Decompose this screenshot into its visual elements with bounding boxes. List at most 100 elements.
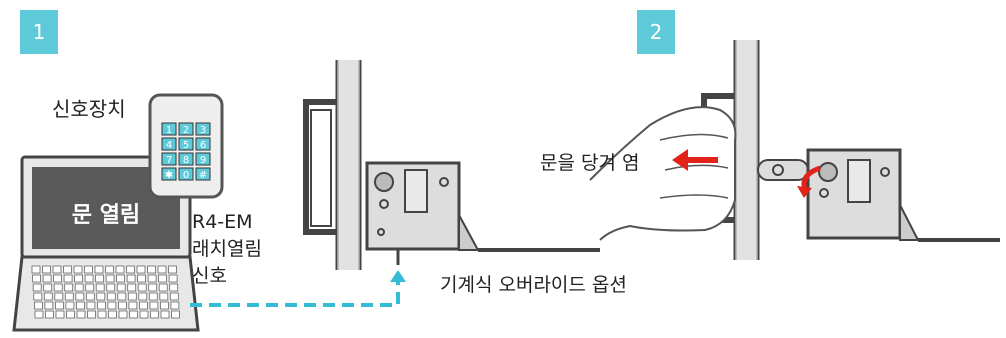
keypad-key: [161, 167, 177, 181]
laptop-key: [94, 265, 104, 274]
laptop-key: [137, 283, 147, 292]
laptop-key: [106, 283, 116, 292]
laptop-key: [115, 265, 125, 274]
keypad-key: [195, 137, 211, 151]
laptop-key: [95, 274, 104, 283]
laptop-key: [95, 283, 105, 292]
keypad-key: [195, 122, 211, 136]
keypad-key-label: #: [199, 170, 207, 181]
laptop-key: [149, 301, 159, 310]
laptop-key: [159, 292, 169, 301]
laptop-key: [97, 310, 107, 319]
laptop-key: [74, 274, 83, 283]
laptop-key: [148, 283, 158, 292]
pull-to-open-label: 문을 당겨 염: [540, 152, 640, 174]
laptop-key: [116, 274, 125, 283]
laptop-key: [137, 274, 147, 283]
laptop-key: [43, 283, 53, 292]
laptop-key: [42, 265, 51, 274]
laptop-key: [54, 292, 64, 301]
laptop-key: [138, 301, 148, 310]
screen-text: 문 열림: [71, 203, 141, 228]
keypad-key: [178, 167, 194, 181]
laptop-key: [171, 310, 180, 319]
laptop-key: [138, 292, 148, 301]
keypad-key: [178, 137, 194, 151]
laptop-key: [32, 283, 42, 292]
door-2: [701, 40, 1000, 260]
laptop-key: [169, 283, 179, 292]
laptop-key: [42, 274, 52, 283]
laptop-key: [86, 301, 96, 310]
door-1: [303, 60, 600, 270]
keypad-key-label: 4: [166, 140, 172, 151]
laptop-key: [64, 292, 74, 301]
laptop-key: [118, 310, 128, 319]
laptop-key: [168, 274, 178, 283]
laptop-key: [139, 310, 149, 319]
keypad-key: [195, 167, 211, 181]
laptop-key: [106, 292, 116, 301]
laptop-key: [96, 292, 106, 301]
laptop-key: [45, 310, 54, 319]
keypad-key-label: 6: [200, 140, 206, 151]
keypad-key: [178, 152, 194, 166]
laptop-key: [85, 283, 95, 292]
laptop-key: [150, 310, 159, 319]
laptop-key: [55, 310, 65, 319]
laptop-key: [43, 292, 53, 301]
laptop-key: [84, 265, 93, 274]
laptop-key: [107, 301, 117, 310]
laptop-key: [105, 265, 114, 274]
r4em-line-2: 래치열림: [192, 238, 262, 260]
step-badge-2: 2: [637, 10, 675, 54]
laptop-key: [126, 274, 136, 283]
laptop-key: [34, 301, 43, 310]
laptop-key: [97, 301, 106, 310]
r4em-label: R4-EM 래치열림 신호: [192, 209, 262, 290]
step-badge-1: 1: [20, 10, 58, 54]
laptop-key: [44, 301, 54, 310]
pull-arrow-icon: [672, 149, 718, 171]
keypad-key-label: 9: [200, 155, 206, 166]
laptop-key: [158, 274, 168, 283]
keypad-key-label: 1: [166, 125, 172, 136]
laptop-key: [87, 310, 96, 319]
hand-icon: [589, 106, 737, 241]
keypad-key-label: ✱: [165, 170, 173, 181]
laptop-key: [128, 301, 138, 310]
laptop-key: [63, 265, 72, 274]
laptop-key: [52, 265, 62, 274]
laptop-key: [158, 283, 168, 292]
laptop-key: [65, 301, 75, 310]
laptop-key: [34, 310, 44, 319]
laptop-key: [160, 310, 170, 319]
signal-arrow-icon: [390, 270, 406, 282]
laptop-key: [127, 292, 137, 301]
laptop-key: [55, 301, 64, 310]
laptop-key: [53, 274, 62, 283]
laptop-key: [148, 292, 158, 301]
laptop-key: [168, 265, 177, 274]
laptop-key: [66, 310, 75, 319]
laptop-key: [108, 310, 117, 319]
laptop-key: [73, 265, 83, 274]
laptop-key: [53, 283, 63, 292]
keypad-key-label: 3: [200, 125, 206, 136]
keypad-key: [161, 152, 177, 166]
laptop-key: [136, 265, 146, 274]
laptop-key: [85, 292, 95, 301]
laptop-key: [159, 301, 169, 310]
keypad-key: [161, 137, 177, 151]
laptop-key: [75, 292, 85, 301]
r4em-line-3: 신호: [192, 265, 227, 287]
r4em-line-1: R4-EM: [192, 211, 253, 233]
keypad-key: [161, 122, 177, 136]
keypad-key-label: 2: [183, 125, 189, 136]
laptop-key: [74, 283, 84, 292]
keypad-key: [178, 122, 194, 136]
laptop-key: [116, 283, 126, 292]
laptop-key: [127, 283, 137, 292]
signal-device-label: 신호장치: [52, 97, 126, 121]
